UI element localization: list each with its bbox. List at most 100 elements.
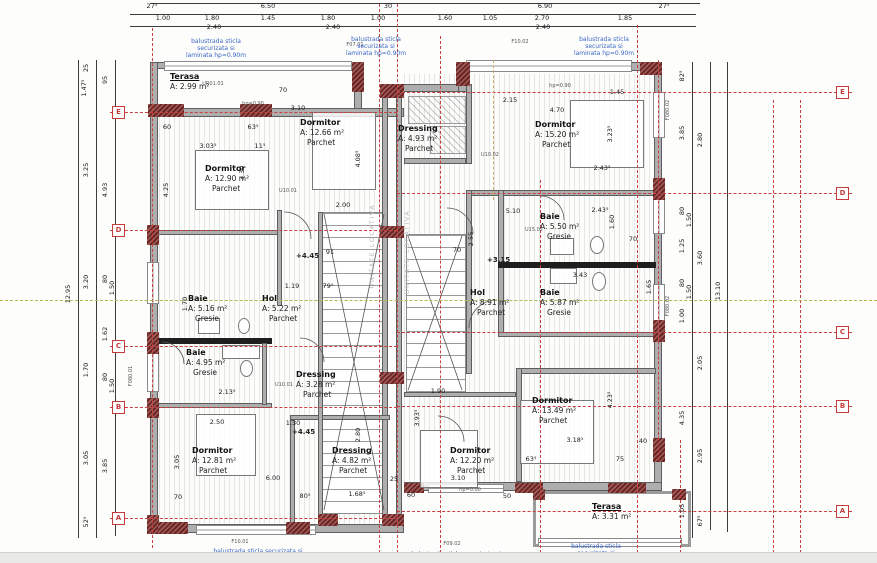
room-floor-finish: Parchet bbox=[542, 140, 571, 149]
structural-pier bbox=[533, 489, 545, 500]
element-code-label: F10.01 bbox=[231, 539, 249, 545]
room-label: Baie A: 5.16 m² Gresie bbox=[188, 294, 227, 324]
room-label: Terasa A: 2.99 m² bbox=[170, 72, 209, 92]
window bbox=[147, 350, 159, 392]
window bbox=[196, 525, 316, 535]
dim-label: 4.70 bbox=[549, 106, 565, 114]
room-area: A: 3.28 m² bbox=[296, 380, 336, 389]
dim-label: 3.10 bbox=[290, 104, 306, 112]
wall bbox=[396, 84, 402, 533]
dim-label: 3.18⁵ bbox=[566, 436, 584, 444]
level-mark: +4.45 bbox=[296, 252, 320, 260]
dim-label-vertical: 4.93 bbox=[101, 182, 109, 198]
wall bbox=[396, 84, 466, 92]
room-floor-finish: Parchet bbox=[199, 466, 228, 475]
furniture bbox=[590, 236, 604, 254]
dim-label-vertical: 95 bbox=[101, 75, 109, 85]
dim-label: 70 bbox=[278, 86, 288, 94]
dim-label: 1.90 bbox=[430, 387, 446, 395]
grid-axis-line-vertical bbox=[397, 4, 398, 553]
dim-label-vertical: 1.25 bbox=[678, 238, 686, 254]
room-name: Dormitor bbox=[532, 396, 573, 405]
element-code-label: U10.01 bbox=[279, 188, 297, 194]
room-area: A: 12.20 m² bbox=[450, 456, 495, 465]
furniture bbox=[550, 268, 577, 284]
room-name: Dormitor bbox=[300, 118, 341, 127]
dim-label: 2.15 bbox=[502, 96, 518, 104]
window bbox=[466, 60, 632, 72]
room-area: A: 3.31 m² bbox=[592, 512, 632, 521]
dim-label: 70 bbox=[173, 493, 183, 501]
dim-label-vertical: 1.62 bbox=[101, 326, 109, 342]
room-floor-finish: Parchet bbox=[339, 466, 368, 475]
dim-label-vertical: 52⁵ bbox=[82, 516, 90, 528]
structural-pier bbox=[148, 104, 184, 117]
room-area: A: 2.99 m² bbox=[170, 82, 210, 91]
structural-pier bbox=[653, 320, 665, 342]
dim-label-vertical: 3.60 bbox=[696, 250, 704, 266]
room-floor-finish: Parchet bbox=[405, 144, 434, 153]
furniture bbox=[195, 150, 269, 210]
grid-axis-line-horizontal bbox=[397, 406, 852, 407]
wall bbox=[382, 84, 388, 533]
structural-pier bbox=[515, 483, 543, 493]
grid-axis-line-vertical bbox=[773, 100, 774, 558]
room-area: A: 15.20 m² bbox=[535, 130, 580, 139]
unit-separation-label: UNITATE LOCATIVA bbox=[368, 203, 376, 289]
grid-bubble-right: B bbox=[836, 400, 849, 413]
room-name: Baie bbox=[540, 212, 560, 221]
dim-label: 1.85 bbox=[617, 14, 633, 22]
dim-label-vertical: 1.50 bbox=[108, 280, 116, 296]
dim-label-vertical: 3.25 bbox=[82, 162, 90, 178]
window bbox=[653, 196, 665, 234]
dimension-line bbox=[115, 60, 116, 536]
window bbox=[653, 92, 665, 138]
structural-pier bbox=[653, 438, 665, 462]
dimension-line bbox=[130, 26, 696, 27]
wall bbox=[498, 262, 656, 268]
wardrobe bbox=[408, 96, 466, 124]
dim-label: 27⁵ bbox=[146, 2, 158, 10]
dim-label: 1.68⁵ bbox=[348, 490, 366, 498]
room-name: Hol bbox=[470, 288, 485, 297]
dim-label: 1.80 bbox=[204, 14, 220, 22]
room-area: A: 4.95 m² bbox=[186, 358, 226, 367]
room-label: Dormitor A: 12.20 m² Parchet bbox=[450, 446, 494, 476]
dim-label: 6.50 bbox=[260, 2, 276, 10]
dim-label-vertical: 2.05 bbox=[696, 355, 704, 371]
dim-label: 5.10 bbox=[505, 207, 521, 215]
grid-axis-line-horizontal bbox=[397, 332, 852, 333]
dim-label-vertical: 67⁵ bbox=[696, 515, 704, 527]
room-label: Dressing A: 3.28 m² Parchet bbox=[296, 370, 336, 400]
dim-label-vertical: 2.80 bbox=[354, 427, 362, 443]
grid-axis-line-vertical bbox=[800, 100, 801, 558]
structural-pier bbox=[147, 332, 159, 354]
room-floor-finish: Gresie bbox=[547, 232, 571, 241]
dim-label: 75 bbox=[615, 455, 625, 463]
grid-bubble-left: E bbox=[112, 106, 125, 119]
room-label: Dormitor A: 15.20 m² Parchet bbox=[535, 120, 579, 150]
dim-label: 2.70 bbox=[534, 14, 550, 22]
dim-label-vertical: 1.00 bbox=[678, 308, 686, 324]
dim-label-vertical: 1.60 bbox=[608, 214, 616, 230]
room-name: Dormitor bbox=[450, 446, 491, 455]
dim-label: 79⁵ bbox=[322, 282, 334, 290]
dim-label-vertical: 3.05 bbox=[173, 454, 181, 470]
room-name: Terasa bbox=[592, 502, 622, 511]
dim-label: 2.43⁵ bbox=[591, 206, 609, 214]
dim-label: 70 bbox=[628, 235, 638, 243]
dim-label-vertical: 3.93⁵ bbox=[413, 409, 421, 427]
furniture bbox=[198, 318, 220, 334]
wall bbox=[277, 210, 282, 306]
dim-label: 60 bbox=[162, 123, 172, 131]
dim-label: 2.00 bbox=[335, 201, 351, 209]
wall bbox=[404, 392, 516, 397]
wall bbox=[150, 403, 272, 408]
grid-bubble-left: B bbox=[112, 401, 125, 414]
room-floor-finish: Gresie bbox=[195, 314, 219, 323]
grid-axis-line-vertical bbox=[152, 28, 153, 548]
room-name: Hol bbox=[262, 294, 277, 303]
element-code-label: UR01.01 bbox=[202, 81, 224, 87]
unit-separation-label: UNITATE LOCATIVA bbox=[403, 209, 411, 295]
